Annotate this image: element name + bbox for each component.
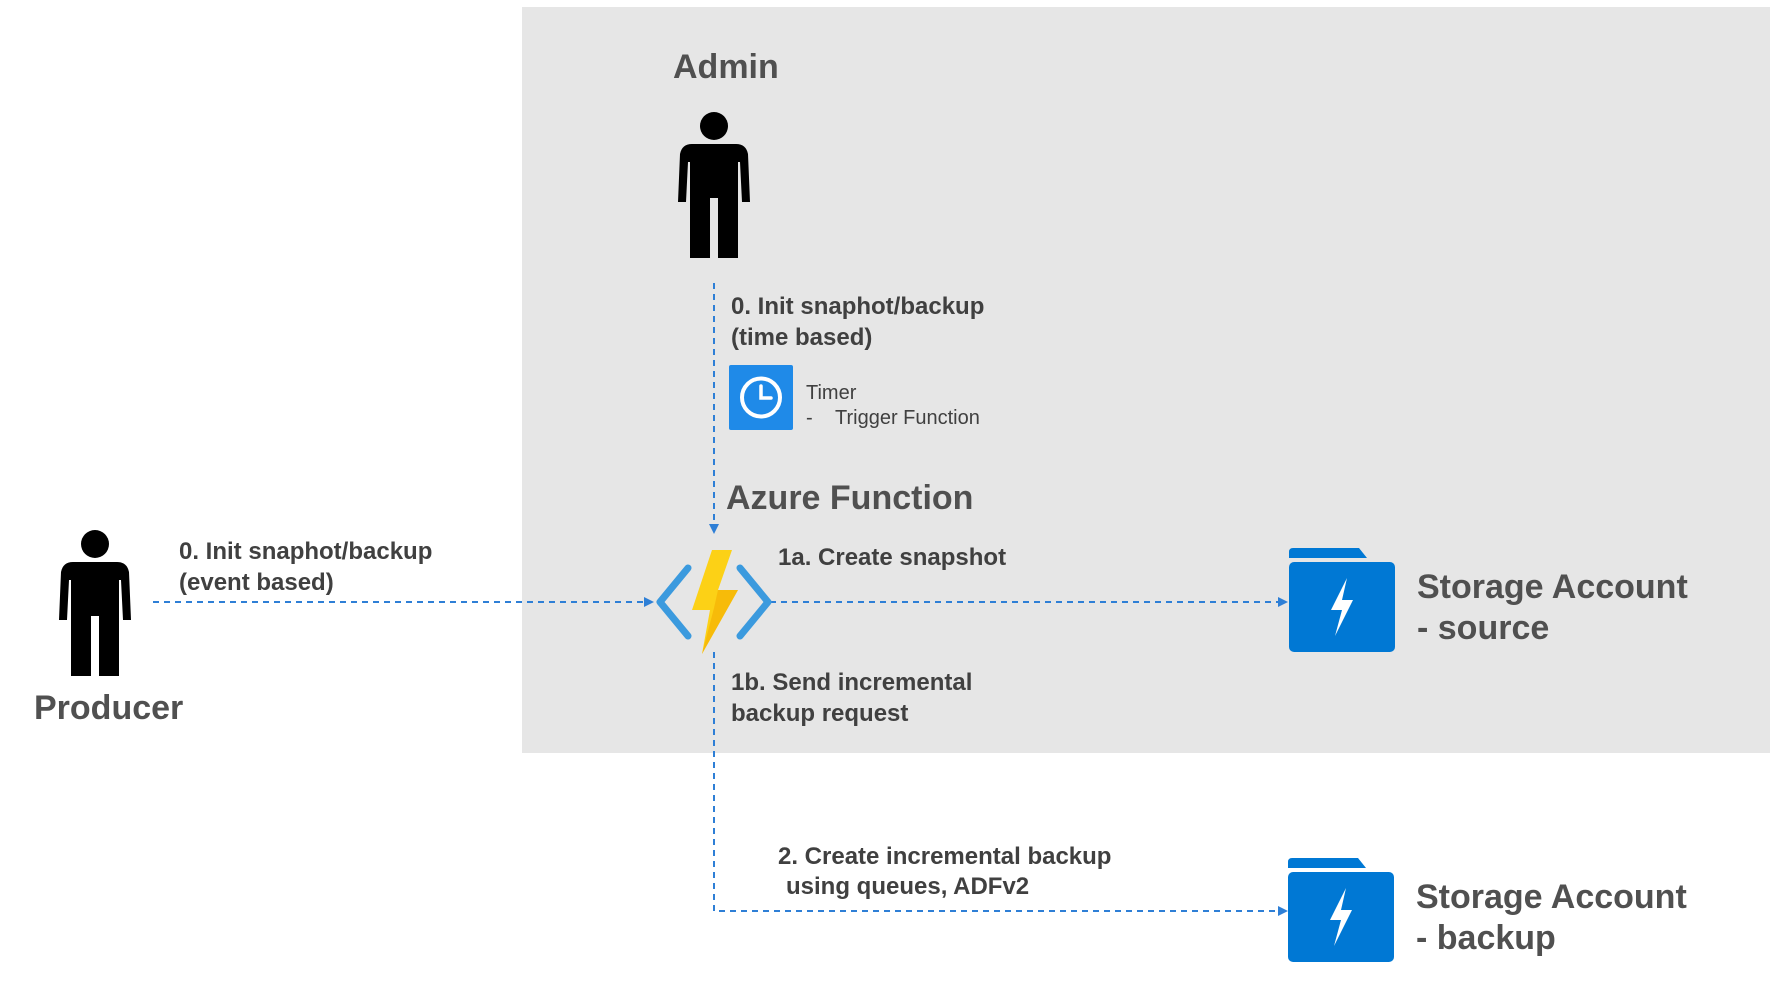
timer-bullet: -	[806, 407, 813, 429]
step-2-label-line1: 2. Create incremental backup	[778, 843, 1112, 870]
timer-title: Timer	[806, 382, 857, 404]
step-2-label-line2: using queues, ADFv2	[786, 873, 1030, 900]
azure-function-icon	[656, 550, 772, 654]
timer-subtitle: Trigger Function	[835, 407, 980, 429]
person-icon	[678, 112, 750, 258]
storage-source-line1: Storage Account	[1417, 568, 1688, 606]
time-based-label-line1: 0. Init snaphot/backup	[731, 293, 985, 320]
person-icon	[59, 530, 131, 676]
connector-function-to-backup	[713, 652, 1288, 916]
step-1b-label-line1: 1b. Send incremental	[731, 669, 973, 696]
storage-backup-line1: Storage Account	[1416, 878, 1687, 916]
step-1b-label-line2: backup request	[731, 700, 909, 727]
step-1a-label: 1a. Create snapshot	[778, 544, 1007, 571]
producer-label: Producer	[34, 689, 184, 727]
event-based-label-line1: 0. Init snaphot/backup	[179, 538, 433, 565]
admin-label: Admin	[673, 48, 779, 86]
storage-backup-line2: - backup	[1416, 919, 1556, 957]
timer-icon	[729, 365, 793, 430]
storage-account-icon	[1289, 548, 1395, 652]
azure-function-label: Azure Function	[726, 479, 974, 517]
storage-source-line2: - source	[1417, 609, 1550, 647]
event-based-label-line2: (event based)	[179, 569, 334, 596]
time-based-label-line2: (time based)	[731, 324, 873, 351]
storage-account-icon	[1288, 858, 1394, 962]
